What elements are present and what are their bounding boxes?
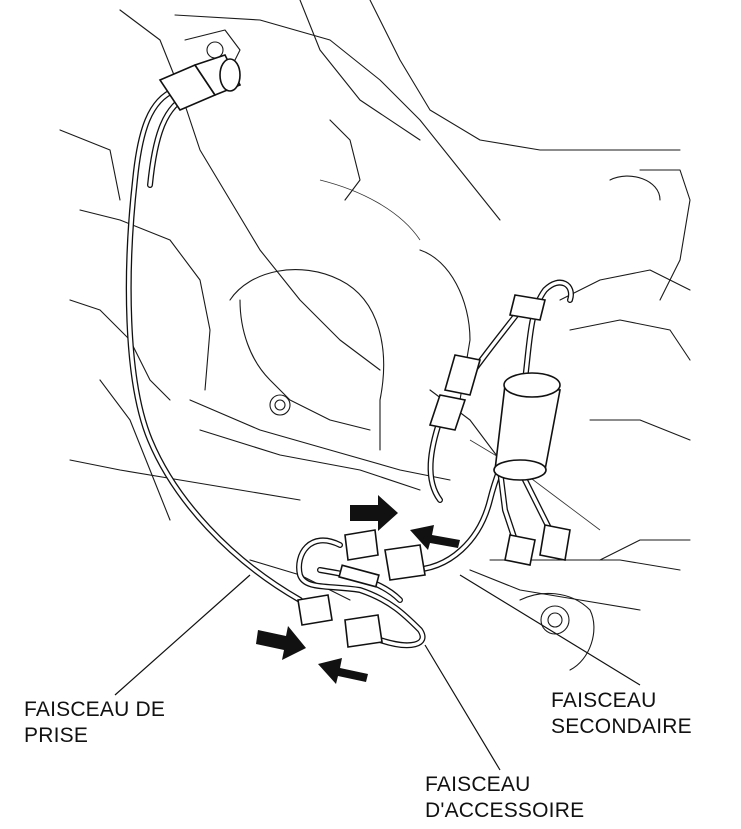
leader-accessoire	[424, 644, 501, 771]
leader-prise	[114, 574, 251, 696]
label-line: FAISCEAU	[425, 773, 531, 796]
label-line: PRISE	[24, 724, 89, 747]
label-faisceau-prise: FAISCEAU DE PRISE	[24, 697, 165, 749]
top-connector	[158, 54, 242, 111]
arrow-right-upper-icon	[350, 495, 398, 531]
leader-secondaire	[459, 574, 641, 686]
label-line: FAISCEAU DE	[24, 698, 166, 721]
engine-background	[59, 0, 691, 671]
arrow-left-upper-icon	[410, 525, 460, 550]
label-line: FAISCEAU	[551, 689, 657, 712]
accessory-connectors	[297, 529, 426, 648]
faisceau-prise-wire	[125, 87, 303, 603]
arrow-right-lower-icon	[256, 626, 306, 660]
label-line: SECONDAIRE	[551, 715, 692, 738]
arrow-left-lower-icon	[318, 658, 368, 684]
label-faisceau-secondaire: FAISCEAU SECONDAIRE	[551, 688, 692, 740]
cylinder-sleeve	[493, 372, 561, 481]
secondary-connectors	[428, 294, 571, 566]
label-line: D'ACCESSOIRE	[425, 799, 585, 822]
label-faisceau-accessoire: FAISCEAU D'ACCESSOIRE	[425, 772, 584, 824]
